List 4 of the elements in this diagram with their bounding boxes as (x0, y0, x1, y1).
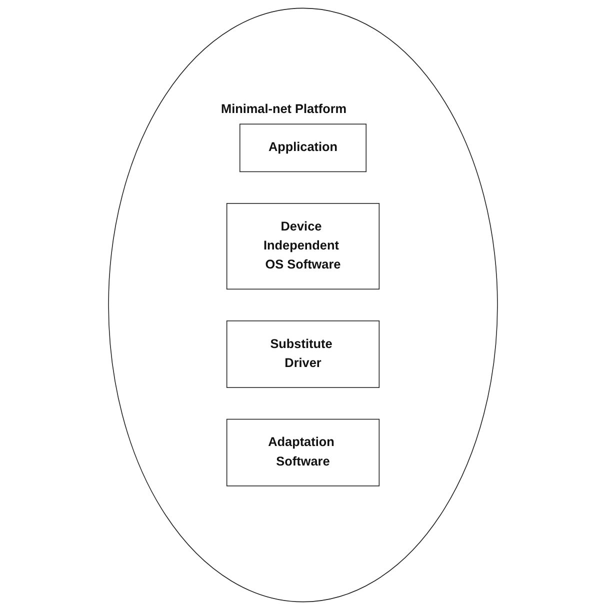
node-box: Device Independent OS Software (226, 203, 380, 290)
node-box: Application (239, 124, 367, 172)
node-box: Adaptation Software (226, 418, 380, 486)
node-box: Substitute Driver (226, 320, 380, 388)
